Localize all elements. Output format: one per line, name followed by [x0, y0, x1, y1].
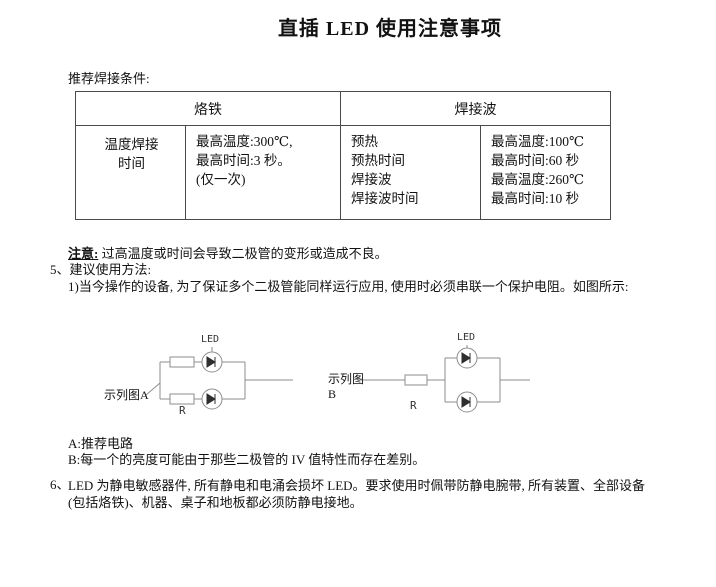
resistor-symbol [169, 393, 195, 405]
section-5-number: 5、 [50, 262, 70, 277]
section-6-number: 6、 [50, 477, 70, 492]
table-header-iron: 烙铁 [75, 91, 341, 126]
solder-conditions-label: 推荐焊接条件: [68, 71, 150, 86]
note-line: 注意: 过高温度或时间会导致二极管的变形或造成不良。 [68, 246, 388, 262]
table-row-header: 温度焊接 时间 [75, 125, 186, 220]
circuit-b-diode-marks [461, 352, 471, 408]
circuit-b-wires [358, 345, 530, 413]
circuit-diagram-a [145, 347, 293, 410]
caption-circuit-a: A:推荐电路 [68, 436, 134, 451]
section-5-heading-line: 5、建议使用方法: [50, 262, 151, 278]
table-header-wave: 焊接波 [340, 91, 611, 126]
diagram-b-resistor-label: R [410, 399, 417, 412]
caption-circuit-b: B:每一个的亮度可能由于那些二极管的 IV 值特性而存在差别。 [68, 452, 426, 467]
diagram-b-led-label: LED [457, 332, 476, 343]
wave-values-cell: 最高温度:100℃ 最高时间:60 秒 最高温度:260℃ 最高时间:10 秒 [480, 125, 611, 220]
section-5-paragraph: 1)当今操作的设备, 为了保证多个二极管能同样运行应用, 使用时必须串联一个保护… [68, 279, 629, 294]
circuit-a-diode-marks [206, 356, 216, 405]
diagram-a-name-label: 示列图A [104, 388, 149, 402]
resistor-symbol [404, 374, 428, 386]
circuit-a-wires [145, 347, 293, 410]
section-5-heading: 建议使用方法: [69, 262, 152, 277]
section-6-paragraph: LED 为静电敏感器件, 所有静电和电涌会损坏 LED。要求使用时佩带防静电腕带… [68, 478, 646, 510]
iron-conditions-cell: 最高温度:300℃, 最高时间:3 秒。 (仅一次) [185, 125, 341, 220]
table-row: 温度焊接 时间 最高温度:300℃, 最高时间:3 秒。 (仅一次) 预热 预热… [75, 125, 611, 220]
wave-params-cell: 预热 预热时间 焊接波 焊接波时间 [340, 125, 481, 220]
soldering-conditions-table: 烙铁 焊接波 温度焊接 时间 最高温度:300℃, 最高时间:3 秒。 (仅一次… [75, 91, 611, 220]
document-title: 直插 LED 使用注意事项 [277, 18, 503, 40]
diagram-b-name-label: 示列图 B [328, 372, 365, 401]
diagram-a-resistor-label: R [179, 404, 186, 417]
section-6: 6、 LED 为静电敏感器件, 所有静电和电涌会损坏 LED。要求使用时佩带防静… [50, 477, 662, 511]
note-text: 过高温度或时间会导致二极管的变形或造成不良。 [101, 246, 388, 261]
note-label: 注意: [68, 246, 99, 261]
resistor-symbol [169, 356, 195, 368]
table-header-row: 烙铁 焊接波 [75, 91, 611, 126]
circuit-diagram-b [358, 345, 530, 413]
diagram-a-led-label: LED [201, 334, 220, 345]
